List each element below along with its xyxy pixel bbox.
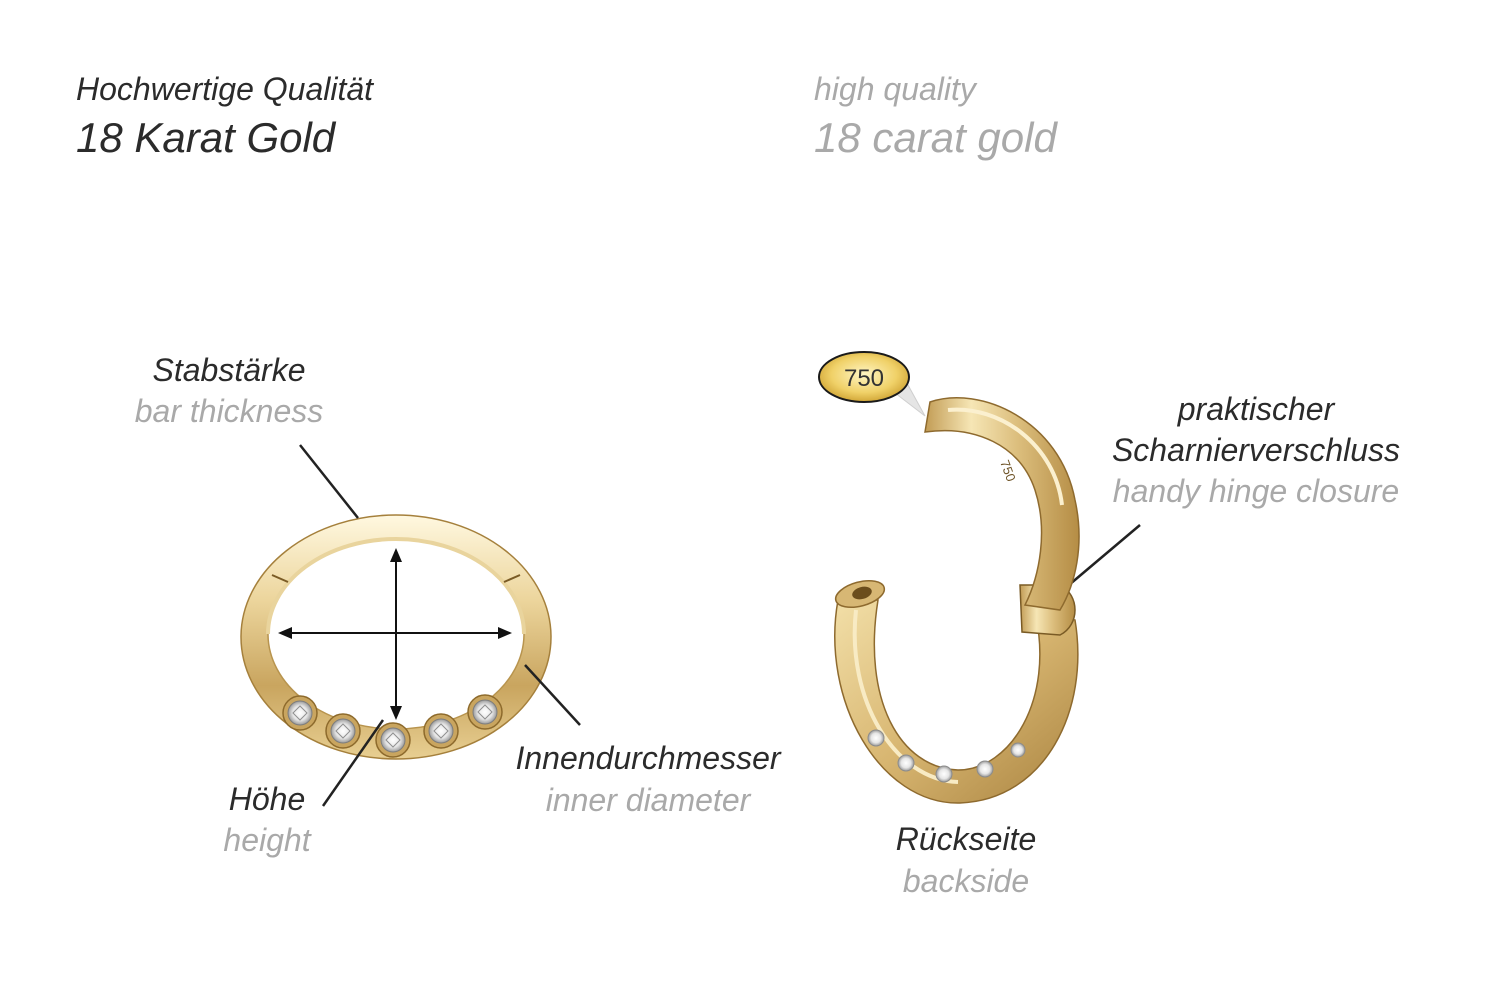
- label-bar-thickness-de: Stabstärke: [152, 352, 306, 388]
- header-en-quality: high quality: [814, 71, 976, 107]
- label-height-en: height: [223, 822, 311, 858]
- label-hinge-de-1: praktischer: [1177, 391, 1335, 427]
- label-backside-de: Rückseite: [895, 821, 1037, 857]
- label-hinge-en: handy hinge closure: [1112, 473, 1400, 509]
- header-en-gold: 18 carat gold: [814, 114, 1057, 161]
- label-hinge-de-2: Scharnierverschluss: [1111, 432, 1401, 468]
- label-bar-thickness-en: bar thickness: [134, 393, 324, 429]
- leader-hinge: [1062, 524, 1141, 591]
- label-backside-en: backside: [902, 863, 1030, 899]
- gem: [325, 713, 361, 749]
- label-height-de: Höhe: [228, 781, 306, 817]
- gem: [423, 713, 459, 749]
- label-inner-diameter-de: Innendurchmesser: [515, 740, 781, 776]
- header-de-quality: Hochwertige Qualität: [76, 71, 374, 107]
- gem: [467, 694, 503, 730]
- leader-inner-diameter: [524, 664, 581, 726]
- back-gems: [867, 729, 1026, 783]
- header-de-gold: 18 Karat Gold: [76, 114, 336, 161]
- back-ring: 750: [834, 397, 1080, 804]
- gem: [282, 695, 318, 731]
- leader-bar-thickness: [299, 444, 359, 519]
- leader-height: [321, 719, 385, 807]
- hallmark-badge: 750: [818, 351, 926, 417]
- gem: [375, 722, 411, 758]
- front-gems: [282, 694, 503, 758]
- label-inner-diameter-en: inner diameter: [545, 782, 751, 818]
- hallmark-badge-label: 750: [844, 365, 884, 392]
- hallmark-engraving: 750: [997, 458, 1019, 484]
- leader-lines: [299, 444, 1141, 807]
- measurement-arrows: [278, 548, 512, 720]
